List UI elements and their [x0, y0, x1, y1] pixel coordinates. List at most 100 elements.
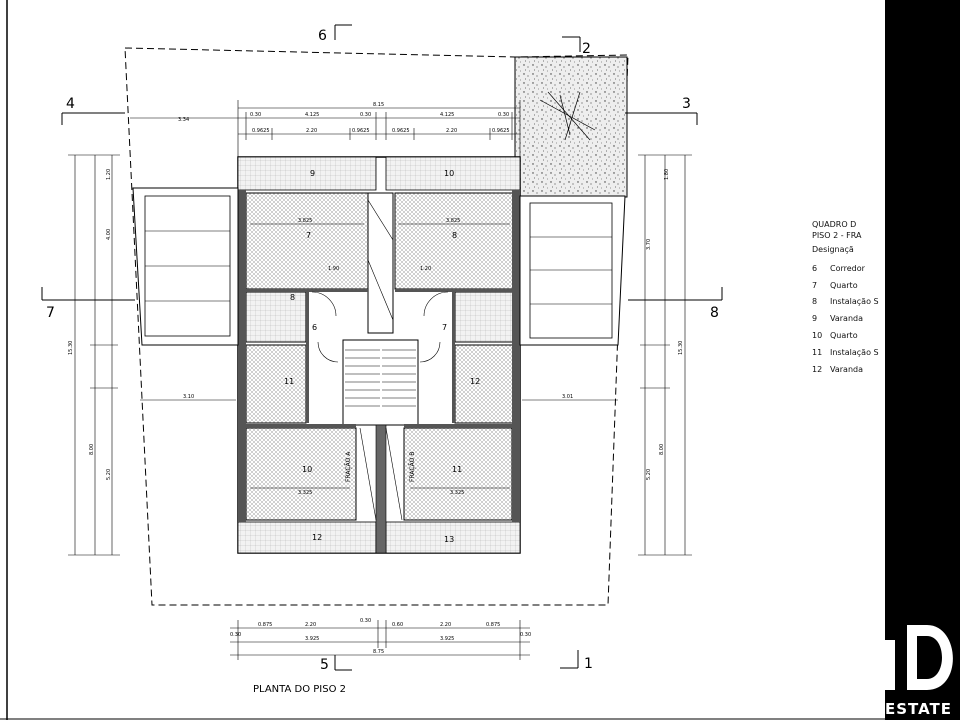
- dim-vertical: 4.00: [106, 229, 112, 240]
- dim-bottom: 0.30: [520, 632, 531, 638]
- dim-top: 0.9625: [252, 128, 270, 134]
- section-mark-2: 2: [582, 41, 591, 57]
- bedroom-upper-right: [394, 192, 514, 290]
- dim-bottom: 0.875: [258, 622, 272, 628]
- terrace: [514, 56, 628, 198]
- logo-text: ESTATE: [885, 700, 953, 718]
- section-mark-1: 1: [584, 656, 593, 672]
- dim-bottom: 3.925: [440, 636, 454, 642]
- dim-interior: 3.325: [450, 490, 464, 496]
- dim-vertical: 5.20: [646, 469, 652, 480]
- dim-interior: 3.01: [562, 394, 573, 400]
- dim-bottom-total: 8.75: [373, 649, 384, 655]
- plot-boundary: [124, 47, 629, 606]
- section-mark-8: 8: [710, 305, 719, 321]
- room-number: 8: [290, 293, 295, 302]
- dim-vertical: 8.00: [659, 444, 665, 455]
- dim-interior: 1.90: [328, 266, 339, 272]
- dim-vertical: 15.30: [678, 341, 684, 355]
- dim-vertical: 1.80: [664, 169, 670, 180]
- bedroom-lower-right: [403, 427, 513, 521]
- room-number: 7: [306, 231, 311, 240]
- bedroom-upper-left: [245, 192, 369, 290]
- balcony-top-left: [237, 156, 377, 191]
- bathroom-left: [245, 291, 307, 343]
- dim-top: 0.9625: [392, 128, 410, 134]
- dim-bottom: 0.30: [360, 618, 371, 624]
- section-mark-7: 7: [46, 305, 55, 321]
- dim-interior: 3.825: [446, 218, 460, 224]
- section-mark-4: 4: [66, 96, 75, 112]
- balcony-top-right: [385, 156, 521, 191]
- corridor: [367, 192, 394, 334]
- balcony-bottom-left: [237, 521, 377, 554]
- dim-top: 3.34: [178, 117, 189, 123]
- dim-bottom: 2.20: [305, 622, 316, 628]
- dim-interior: 3.10: [183, 394, 194, 400]
- dim-interior: 3.325: [298, 490, 312, 496]
- balcony-bottom-right: [385, 521, 521, 554]
- bay-left: [132, 187, 239, 346]
- bedroom-lower-left: [245, 427, 357, 521]
- dim-top: 4.125: [440, 112, 454, 118]
- dim-top: 0.30: [360, 112, 371, 118]
- room-number: 10: [444, 169, 454, 178]
- logo-mark: [885, 625, 953, 690]
- dim-bottom: 0.30: [230, 632, 241, 638]
- room-number: 9: [310, 169, 315, 178]
- dim-vertical: 1.20: [106, 169, 112, 180]
- dim-top: 0.30: [250, 112, 261, 118]
- legend-header: Designaçã: [812, 245, 854, 254]
- room-number: 7: [442, 323, 447, 332]
- room-number: 12: [312, 533, 322, 542]
- fraction-label: FRAÇÃO B: [409, 452, 416, 482]
- legend-title: QUADRO D: [812, 220, 857, 229]
- dim-interior: 1.20: [420, 266, 431, 272]
- plan-title: PLANTA DO PISO 2: [253, 684, 346, 695]
- section-mark-5: 5: [320, 657, 329, 673]
- section-mark-3: 3: [682, 96, 691, 112]
- bay-right: [519, 195, 626, 346]
- section-mark-6: 6: [318, 28, 327, 44]
- fraction-label: FRAÇÃO A: [345, 451, 352, 482]
- room-number: 12: [470, 377, 480, 386]
- dim-top: 2.20: [306, 128, 317, 134]
- dim-vertical: 8.00: [89, 444, 95, 455]
- room-number: 11: [284, 377, 294, 386]
- dim-vertical: 15.30: [68, 341, 74, 355]
- room-number: 8: [452, 231, 457, 240]
- dim-top: 0.9625: [352, 128, 370, 134]
- dim-vertical: 3.70: [646, 239, 652, 250]
- dim-vertical: 5.20: [106, 469, 112, 480]
- dim-top: 0.30: [498, 112, 509, 118]
- stair-core: [342, 339, 419, 426]
- dim-interior: 3.825: [298, 218, 312, 224]
- room-number: 11: [452, 465, 462, 474]
- bathroom-right: [454, 291, 514, 343]
- dim-bottom: 0.60: [392, 622, 403, 628]
- dim-bottom: 0.875: [486, 622, 500, 628]
- dim-top-total: 8.15: [373, 102, 384, 108]
- dim-top: 4.125: [305, 112, 319, 118]
- wc-right: [454, 344, 514, 424]
- room-number: 10: [302, 465, 312, 474]
- dim-bottom: 2.20: [440, 622, 451, 628]
- dim-bottom: 3.925: [305, 636, 319, 642]
- legend-subtitle: PISO 2 - FRA: [812, 231, 862, 240]
- dim-top: 0.9625: [492, 128, 510, 134]
- room-number: 13: [444, 535, 454, 544]
- wc-left: [245, 344, 307, 424]
- logo-panel: [885, 0, 960, 720]
- room-number: 6: [312, 323, 317, 332]
- dim-top: 2.20: [446, 128, 457, 134]
- party-wall: [375, 424, 387, 554]
